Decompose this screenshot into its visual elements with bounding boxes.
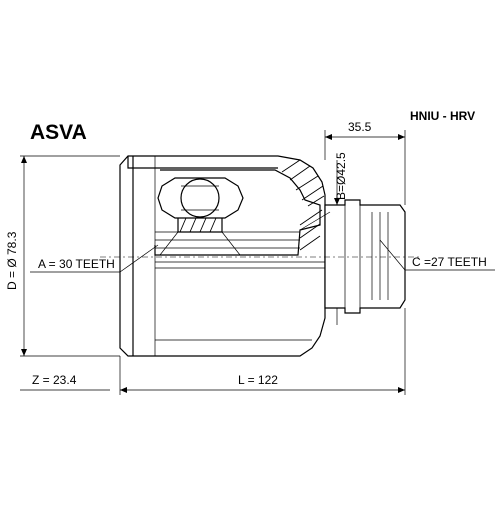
outer-teeth-label: C =27 TEETH xyxy=(412,255,487,269)
dim-outer-diameter: D = Ø 78.3 xyxy=(5,155,120,357)
part-code: HNIU - HRV xyxy=(410,109,475,123)
housing-lower-lines xyxy=(155,261,325,341)
dim-offset: Z = 23.4 xyxy=(20,373,110,391)
stub-diameter-label: B=Ø42.5 xyxy=(334,152,348,200)
dim-stub-diameter: B=Ø42.5 xyxy=(334,152,348,325)
stub-length-label: 35.5 xyxy=(348,120,372,134)
dim-stub-length: 35.5 xyxy=(324,120,406,205)
dim-outer-teeth: C =27 TEETH xyxy=(379,239,495,271)
inner-teeth-label: A = 30 TEETH xyxy=(38,257,115,271)
housing-outline xyxy=(119,155,406,357)
length-label: L = 122 xyxy=(238,373,278,387)
brand-logo: ASVA xyxy=(30,121,87,144)
dim-inner-teeth: A = 30 TEETH xyxy=(30,244,159,273)
dim-length: L = 122 xyxy=(119,308,406,395)
outer-diameter-label: D = Ø 78.3 xyxy=(5,231,19,290)
offset-label: Z = 23.4 xyxy=(32,373,77,387)
section-view xyxy=(154,159,331,256)
